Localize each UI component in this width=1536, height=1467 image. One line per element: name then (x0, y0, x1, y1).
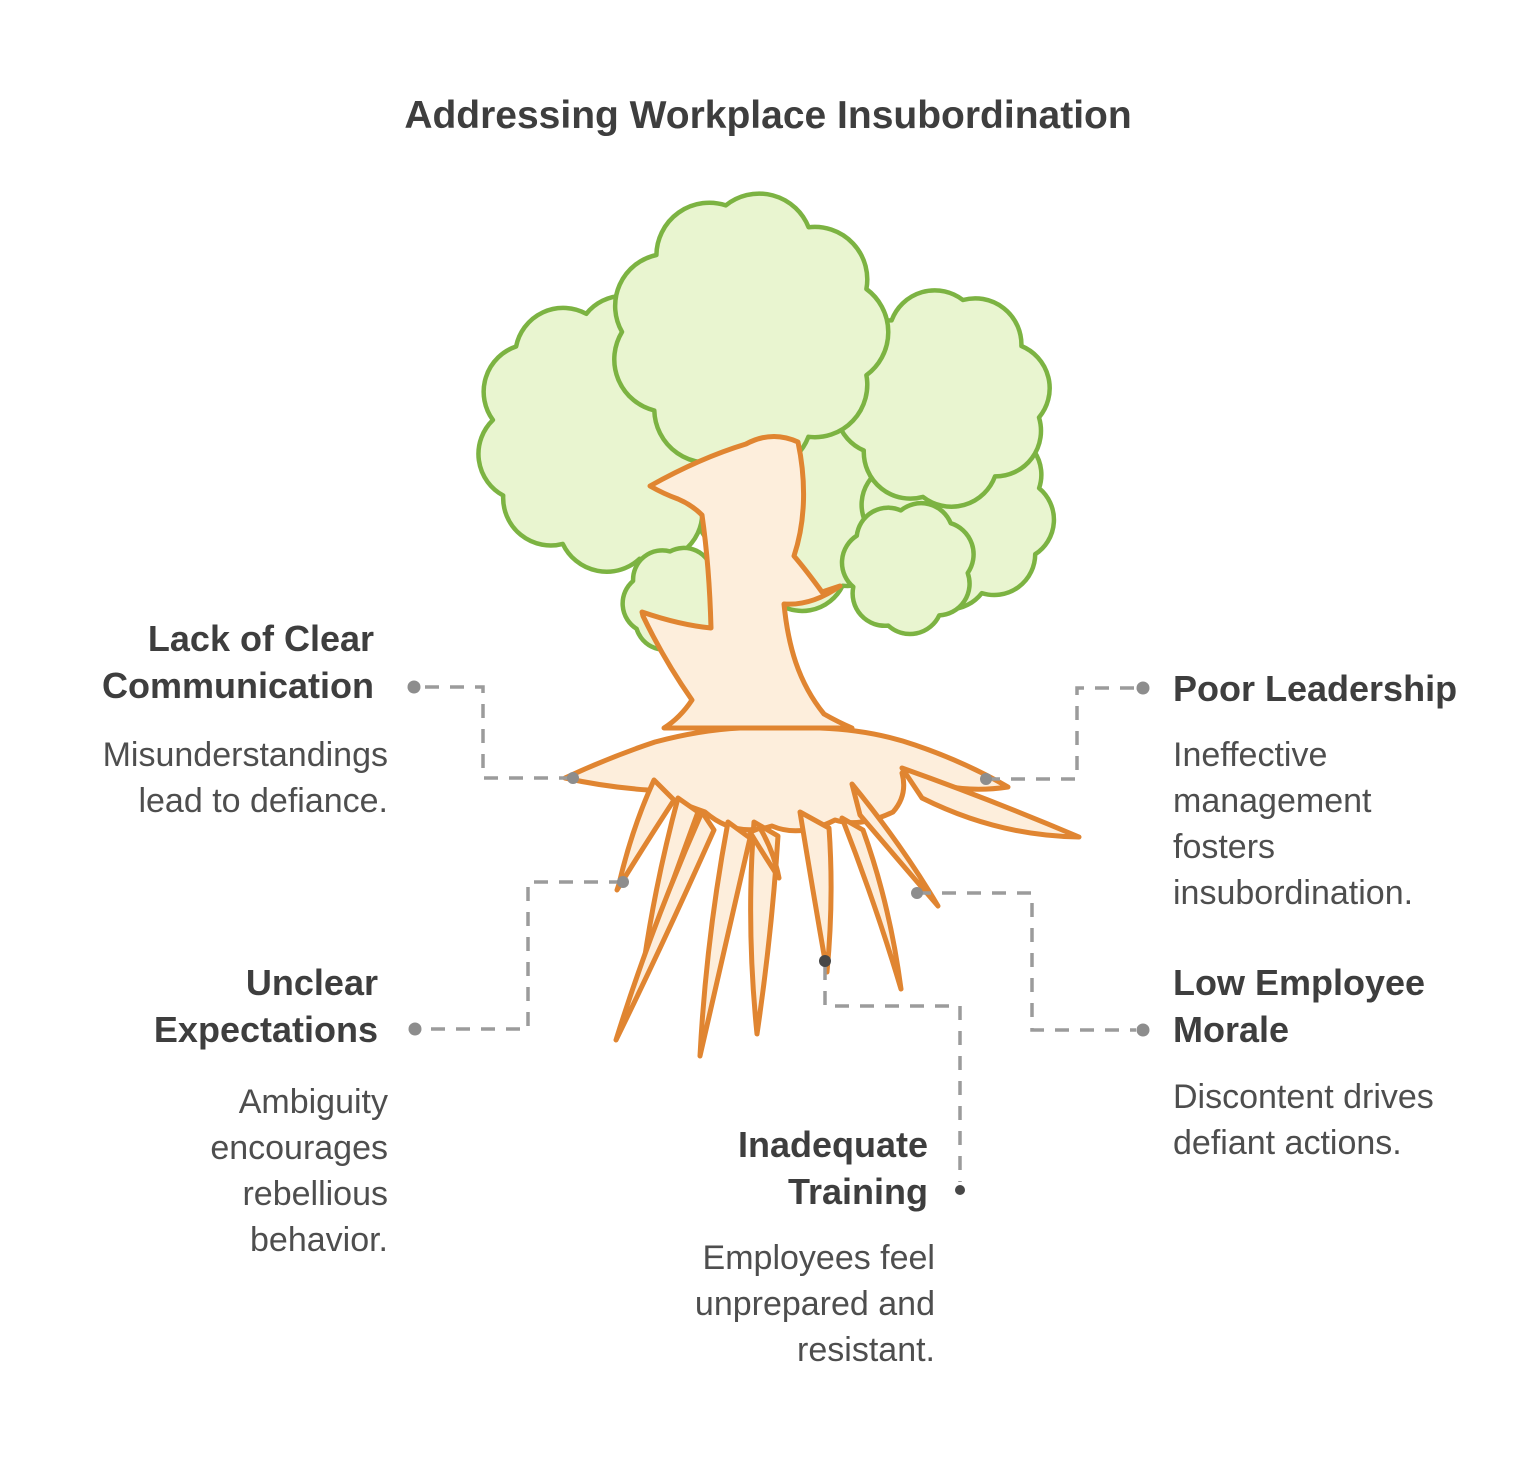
label-dot (1136, 1023, 1150, 1037)
cause-heading: Low Employee Morale (1173, 962, 1426, 1050)
connector-lack-of-clear-communication (418, 685, 573, 780)
root-dot (567, 772, 579, 784)
canopy-cloud (839, 500, 976, 637)
root-dot (911, 887, 923, 899)
label-dot (408, 1022, 422, 1036)
cause-heading: Inadequate Training (737, 1124, 928, 1212)
cause-description: Misunderstandings lead to defiance. (102, 736, 388, 820)
cause-description: Ineffective management fosters insubordi… (1173, 736, 1414, 912)
connector-unclear-expectations (420, 880, 623, 1031)
cause-heading: Lack of Clear Communication (101, 618, 374, 706)
root-arm (747, 825, 782, 881)
cause-description: Employees feel unprepared and resistant. (694, 1239, 935, 1369)
cause-description: Ambiguity encourages rebellious behavior… (210, 1083, 388, 1259)
root-arm (613, 809, 717, 1043)
connector-dots (407, 680, 1150, 1037)
root-dot (980, 773, 992, 785)
page-title: Addressing Workplace Insubordination (404, 94, 1132, 137)
label-dot (955, 1185, 965, 1195)
root-arm (748, 819, 781, 1037)
root-dot (819, 955, 831, 967)
root-dot (617, 876, 629, 888)
tree-trunk-and-roots (562, 434, 1082, 1059)
label-dot (407, 680, 421, 694)
label-dot (1136, 681, 1150, 695)
root-hub (562, 725, 1011, 834)
connector-low-employee-morale (917, 891, 1136, 1032)
connector-inadequate-training (823, 966, 962, 1182)
root-arm (797, 809, 834, 975)
cause-heading: Unclear Expectations (153, 962, 378, 1050)
connector-lines (418, 685, 1136, 1182)
root-arm (899, 765, 1082, 840)
tree-trunk (639, 434, 855, 731)
connector-poor-leadership (986, 686, 1136, 781)
cause-description: Discontent drives defiant actions. (1173, 1078, 1434, 1162)
root-arm (614, 777, 677, 893)
root-arm (839, 815, 904, 992)
connector-dots-dark (819, 955, 965, 1195)
root-arm (849, 781, 941, 909)
root-arm (697, 819, 753, 1059)
cause-heading: Poor Leadership (1173, 668, 1458, 709)
